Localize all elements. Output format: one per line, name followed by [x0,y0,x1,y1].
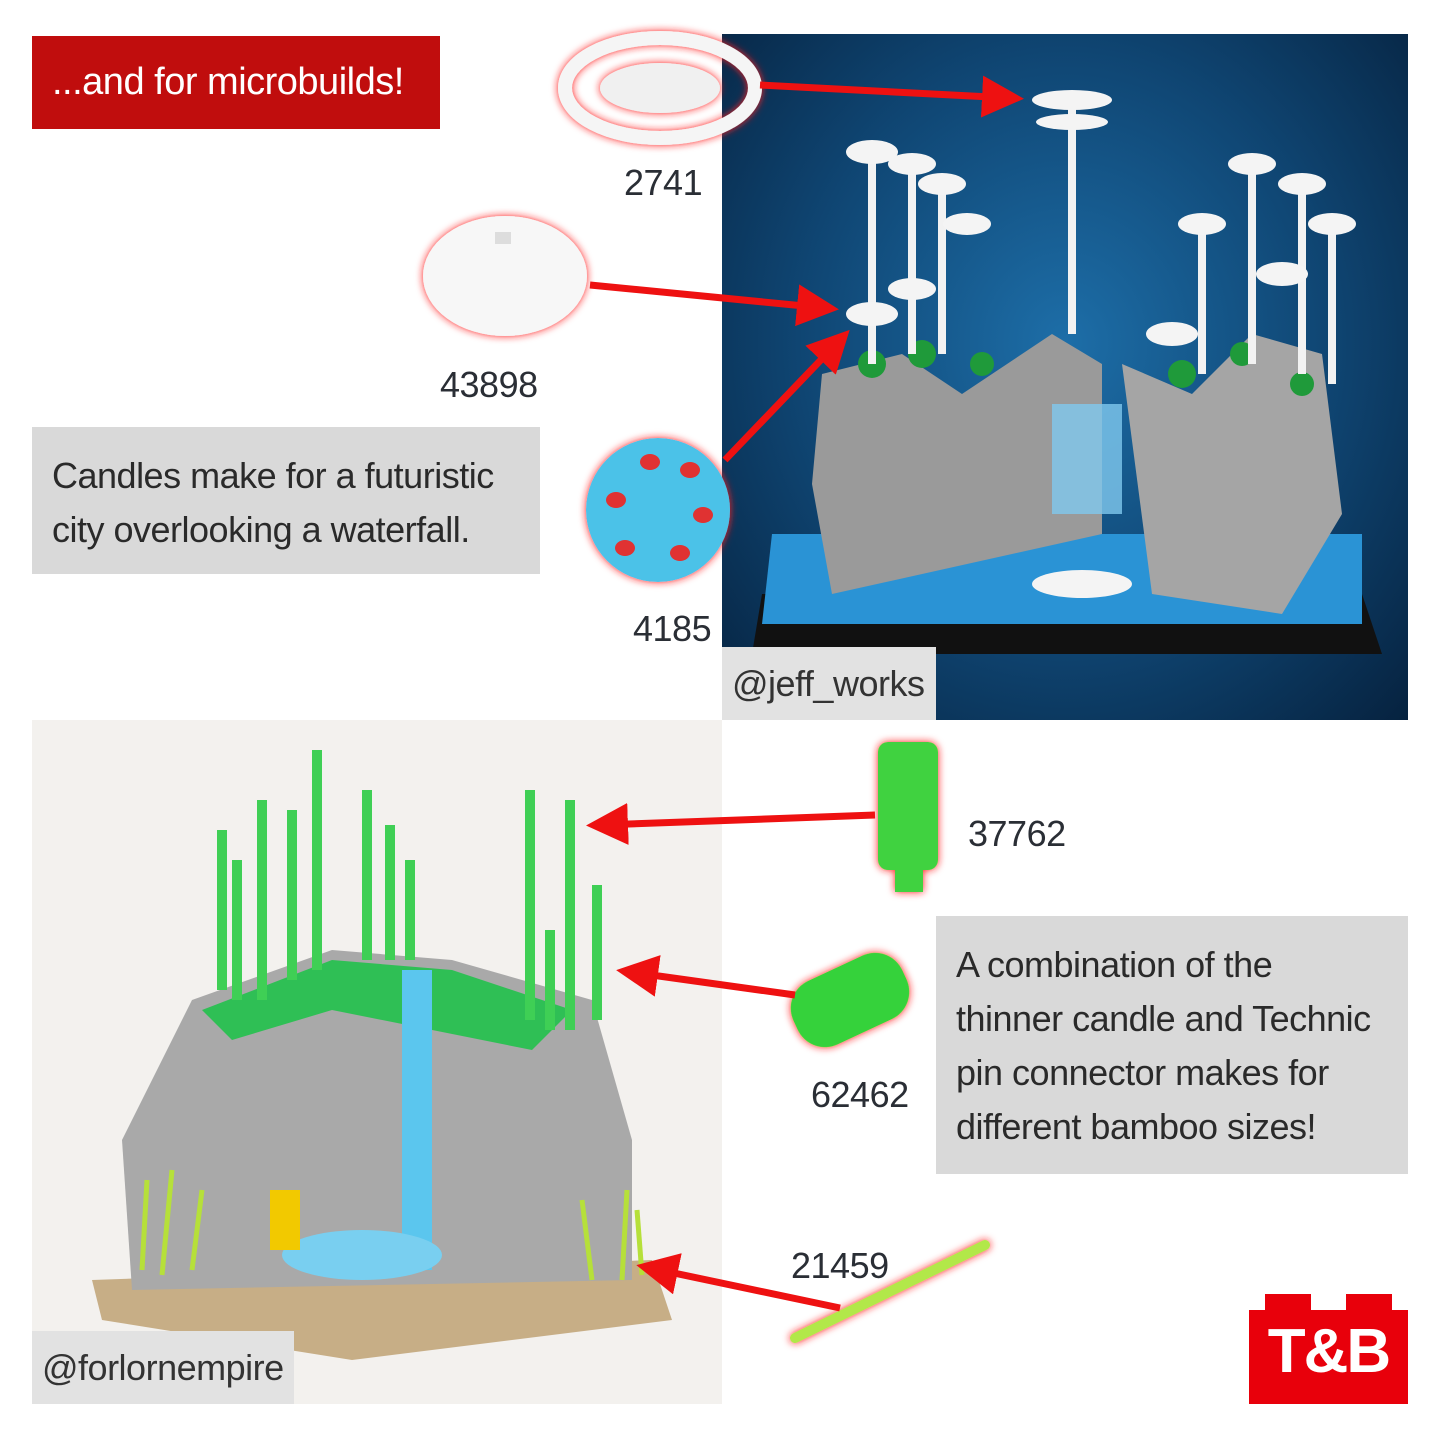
caption-line: different bamboo sizes! [956,1106,1317,1147]
part-62462-image [790,952,910,1048]
top-caption: Candles make for a futuristic city overl… [32,427,540,574]
credit-text: @forlornempire [42,1346,284,1388]
caption-line: thinner candle and Technic [956,998,1371,1039]
part-43898-image [423,216,587,336]
part-number-21459: 21459 [791,1245,889,1286]
part-4185-image [586,438,730,582]
caption-line: pin connector makes for [956,1052,1329,1093]
part-number-2741: 2741 [624,162,703,203]
part-number-4185: 4185 [633,608,712,649]
part-2741-image [558,31,762,145]
part-number-62462: 62462 [811,1074,909,1115]
caption-line: city overlooking a waterfall. [52,509,470,550]
logo-text: T&B [1267,1317,1391,1386]
arrows [586,75,1024,1312]
part-37762-image [878,742,938,892]
part-number-37762: 37762 [968,813,1066,854]
caption-line: A combination of the [956,944,1273,985]
bottom-caption: A combination of the thinner candle and … [936,916,1408,1174]
credit-forlornempire: @forlornempire [32,1331,294,1404]
futuristic-city-photo [722,34,1408,720]
part-number-43898: 43898 [440,364,538,405]
caption-line: Candles make for a futuristic [52,455,494,496]
title-banner: ...and for microbuilds! [32,36,440,129]
part-21459-image [790,1240,990,1343]
credit-jeff-works: @jeff_works [722,647,936,720]
title-text: ...and for microbuilds! [52,61,404,103]
tb-logo: T&B [1249,1294,1408,1404]
credit-text: @jeff_works [732,662,925,704]
